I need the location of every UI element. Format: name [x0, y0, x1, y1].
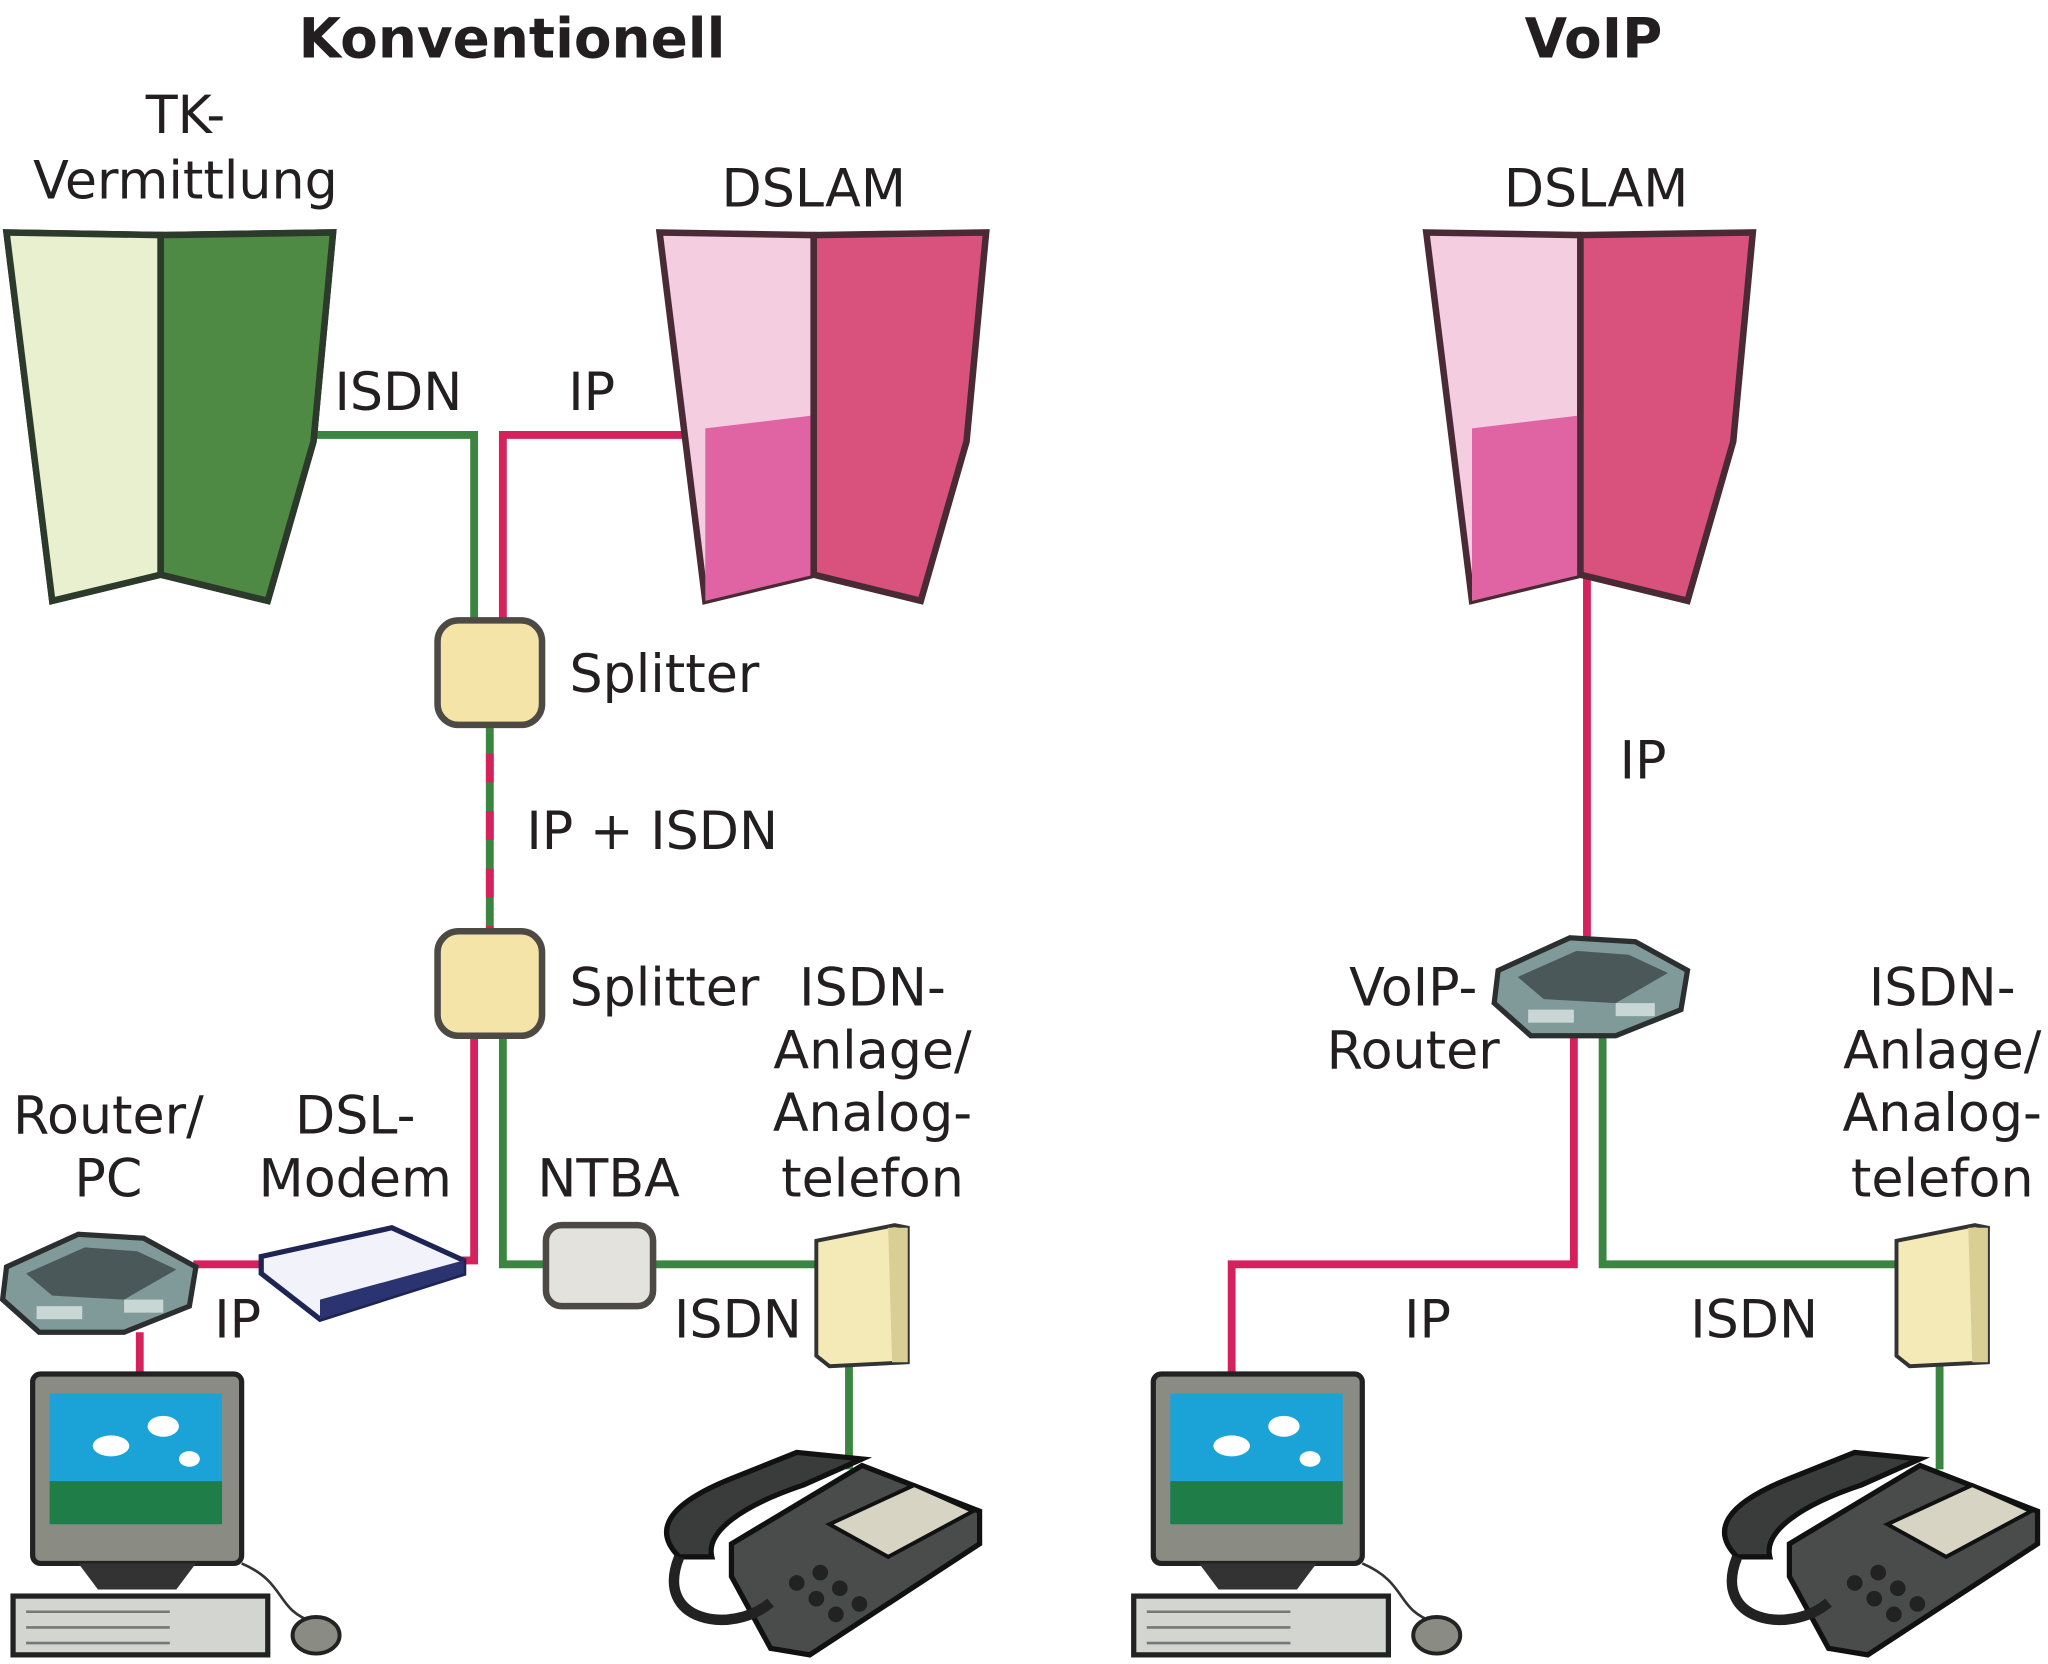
- label-isdn-anlage-r1: ISDN-: [1869, 959, 2016, 1019]
- label-voip-router-2: Router: [1327, 1021, 1501, 1081]
- label-dsl-modem-2: Modem: [259, 1149, 452, 1209]
- label-isdn-anlage-r2: Anlage/: [1843, 1021, 2042, 1081]
- ip-line-router-pc: [1227, 1025, 1578, 1378]
- isdn-line-ntba: [498, 1035, 549, 1269]
- label-dsl-modem-1: DSL-: [295, 1087, 415, 1147]
- label-ip-mid-right: IP: [1620, 731, 1667, 791]
- tk-vermittlung-cabinet: [2, 229, 337, 605]
- telephone-right: [1725, 1452, 2038, 1654]
- dslam-cabinet-left: [655, 229, 990, 605]
- label-isdn-bottom-right: ISDN: [1690, 1290, 1818, 1350]
- label-splitter-2: Splitter: [569, 959, 759, 1019]
- isdn-anlage-box-left: [814, 1223, 910, 1369]
- telephone-left: [667, 1452, 980, 1654]
- label-ip-isdn: IP + ISDN: [526, 802, 778, 862]
- isdn-anlage-box-right: [1894, 1223, 1990, 1369]
- label-ip-top: IP: [568, 363, 615, 423]
- ip-line-modem: [457, 1035, 479, 1265]
- isdn-line-router-anlage: [1598, 1025, 1901, 1269]
- label-isdn-anlage-1: ISDN-: [799, 959, 946, 1019]
- dslam-cabinet-right: [1422, 229, 1757, 605]
- ntba-box: [542, 1221, 657, 1310]
- splitter-2: [434, 927, 546, 1040]
- label-dslam-right: DSLAM: [1504, 159, 1688, 219]
- label-ntba: NTBA: [537, 1149, 680, 1209]
- label-voip-router-1: VoIP-: [1349, 959, 1477, 1019]
- label-tk-2: Vermittlung: [33, 152, 338, 212]
- label-isdn-anlage-2: Anlage/: [773, 1021, 972, 1081]
- right-connections: [1227, 574, 1944, 1470]
- title-konventionell: Konventionell: [299, 6, 726, 70]
- splitter-1: [434, 617, 546, 729]
- label-isdn-anlage-4: telefon: [781, 1149, 964, 1209]
- label-isdn-anlage-r4: telefon: [1851, 1149, 2034, 1209]
- isdn-line-tk: [306, 431, 479, 625]
- label-isdn-top: ISDN: [334, 363, 462, 423]
- pc-computer-right: [1134, 1374, 1461, 1655]
- label-router-pc-2: PC: [74, 1149, 142, 1209]
- label-tk-1: TK-: [145, 86, 226, 146]
- title-voip: VoIP: [1525, 6, 1663, 70]
- label-isdn-anlage-3: Analog-: [773, 1084, 972, 1144]
- label-isdn-bottom-left: ISDN: [674, 1290, 802, 1350]
- label-router-pc-1: Router/: [13, 1087, 204, 1147]
- pc-computer-left: [13, 1374, 340, 1655]
- ip-line-dslam: [498, 431, 686, 625]
- router-pc-device: [3, 1234, 196, 1332]
- dsl-modem-device: [258, 1225, 467, 1323]
- label-ip-bottom-left: IP: [214, 1290, 261, 1350]
- label-splitter-1: Splitter: [569, 645, 759, 705]
- voip-router-device: [1494, 938, 1687, 1036]
- label-ip-bottom-right: IP: [1404, 1290, 1451, 1350]
- label-isdn-anlage-r3: Analog-: [1843, 1084, 2042, 1144]
- label-dslam-left: DSLAM: [721, 159, 905, 219]
